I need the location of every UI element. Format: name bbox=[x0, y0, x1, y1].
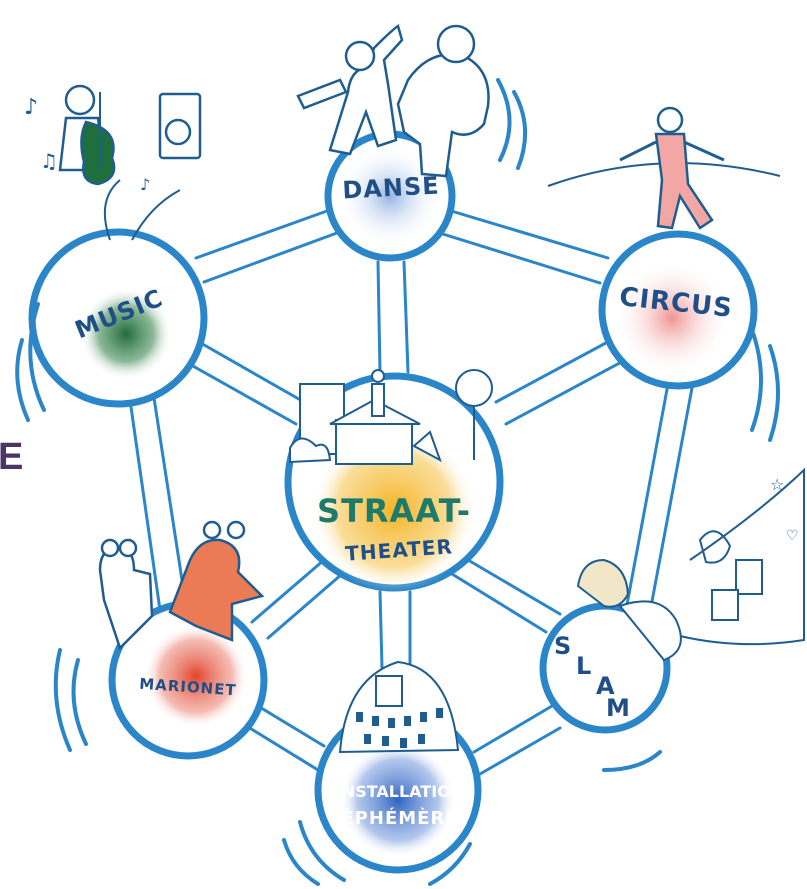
slam-letter-m: M bbox=[606, 694, 631, 722]
dancers-illustration bbox=[296, 24, 490, 178]
slam-letter-l: L bbox=[576, 652, 593, 680]
svg-text:♫: ♫ bbox=[40, 149, 58, 173]
tent-installation-illustration bbox=[338, 660, 460, 754]
musician-illustration: ♪ ♫ ♪ bbox=[24, 84, 202, 241]
slam-letter-a: A bbox=[596, 672, 616, 700]
connector-tubes bbox=[128, 205, 694, 776]
slam-performer-illustration: ☆ ♡ bbox=[576, 467, 805, 662]
node-music bbox=[28, 228, 208, 408]
slam-letter-s: S bbox=[554, 632, 573, 660]
danse-label: DANSE bbox=[341, 171, 441, 205]
puppets-illustration bbox=[98, 520, 265, 651]
motion-marks bbox=[15, 78, 780, 886]
straat-theater-label-line1: STRAAT- bbox=[317, 492, 471, 530]
cropped-title-fragment: E bbox=[0, 436, 24, 478]
svg-text:♪: ♪ bbox=[24, 95, 38, 120]
svg-text:♪: ♪ bbox=[140, 175, 150, 194]
svg-text:☆: ☆ bbox=[770, 475, 784, 494]
svg-text:♡: ♡ bbox=[786, 528, 799, 544]
installation-label-line2: ÉPHÉMÈRE bbox=[341, 808, 459, 829]
tightrope-walker-illustration bbox=[547, 106, 781, 230]
installation-label-line1: INSTALLATION bbox=[335, 782, 465, 801]
node-marionet bbox=[108, 600, 268, 760]
street-scene-illustration bbox=[289, 369, 493, 465]
node-circus bbox=[598, 230, 758, 390]
